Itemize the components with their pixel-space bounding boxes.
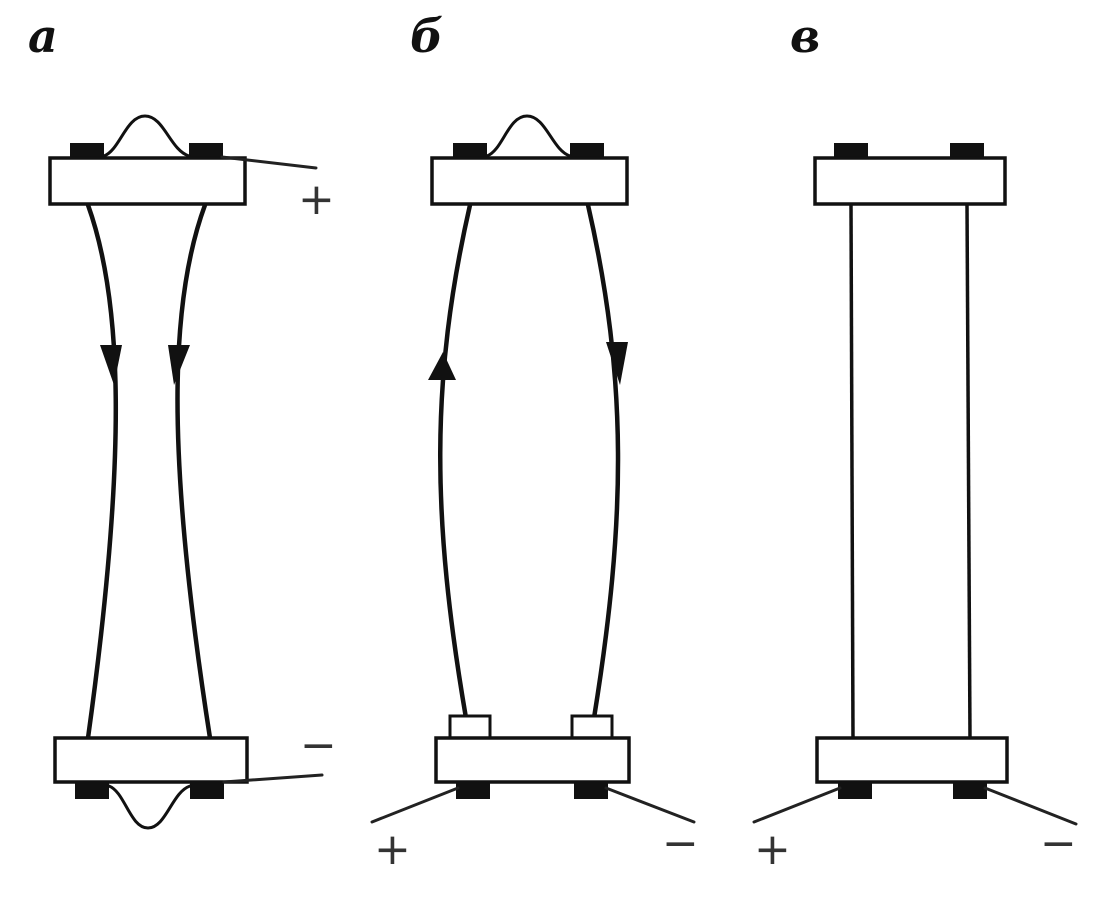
panel-b-plus-sign: +: [374, 824, 411, 875]
panel-a-top-holder: +: [48, 114, 335, 225]
panel-c-bottom-holder: + −: [752, 736, 1078, 875]
panel-c: в + −: [752, 9, 1078, 875]
panel-b-right-lead: [604, 786, 696, 824]
panel-b-wire-right: [585, 202, 621, 721]
panel-a: а + −: [28, 9, 337, 830]
panel-c-right-lead: [983, 786, 1078, 826]
panel-b-bottom-block: [434, 736, 631, 784]
panel-a-wire-right: [175, 202, 213, 741]
panel-a-arrow-left-down: [100, 345, 122, 385]
panel-c-bottom-clamp-right: [953, 783, 987, 799]
panel-b-left-lead: [370, 786, 460, 824]
panel-a-top-lead: [220, 155, 318, 170]
panel-c-left-lead: [752, 786, 842, 824]
panel-a-bottom-clamp-right: [190, 783, 224, 799]
panel-b: б + −: [370, 9, 699, 875]
panel-c-plus-sign: +: [754, 824, 791, 875]
panel-a-bottom-holder: −: [53, 720, 337, 830]
panel-b-wire-left: [438, 202, 473, 721]
panel-c-minus-sign: −: [1040, 818, 1077, 869]
panel-b-bottom-pad-right: [570, 714, 614, 740]
panel-c-top-block: [813, 156, 1007, 206]
panel-a-arrow-right-down: [168, 345, 190, 385]
panel-c-wire-left: [849, 204, 855, 739]
panel-b-bottom-pad-left: [448, 714, 492, 740]
panel-b-letter: б: [410, 9, 443, 63]
panel-a-bottom-lead: [222, 773, 324, 784]
panel-a-wire-left: [85, 202, 118, 741]
panel-b-top-clamp-left: [453, 143, 487, 159]
panel-b-top-clamp-right: [570, 143, 604, 159]
panel-a-bottom-clamp-left: [75, 783, 109, 799]
panel-b-minus-sign: −: [662, 818, 699, 869]
panel-a-letter: а: [28, 9, 58, 63]
panel-a-bottom-loop: [107, 784, 192, 830]
panel-c-bottom-block: [815, 736, 1009, 784]
panel-c-top-clamp-left: [834, 143, 868, 159]
panel-b-top-block: [430, 156, 629, 206]
panel-a-top-block: [48, 156, 247, 206]
panel-b-top-loop: [485, 114, 572, 158]
panel-c-wire-right: [965, 204, 972, 739]
panel-b-bottom-clamp-left: [456, 783, 490, 799]
panel-c-top-holder: [813, 143, 1007, 206]
panel-a-top-loop: [102, 114, 191, 158]
panel-b-bottom-holder: + −: [370, 714, 699, 875]
panel-a-minus-sign: −: [300, 720, 337, 771]
panel-b-bottom-clamp-right: [574, 783, 608, 799]
panel-c-top-clamp-right: [950, 143, 984, 159]
panel-a-top-clamp-left: [70, 143, 104, 159]
panel-c-bottom-clamp-left: [838, 783, 872, 799]
panel-a-bottom-block: [53, 736, 249, 784]
panel-a-plus-sign: +: [298, 174, 335, 225]
panel-c-letter: в: [790, 9, 820, 63]
panel-a-top-clamp-right: [189, 143, 223, 159]
panel-b-arrow-left-up: [428, 352, 456, 380]
panel-b-top-holder: [430, 114, 629, 206]
panel-b-arrow-right-down: [606, 342, 628, 385]
